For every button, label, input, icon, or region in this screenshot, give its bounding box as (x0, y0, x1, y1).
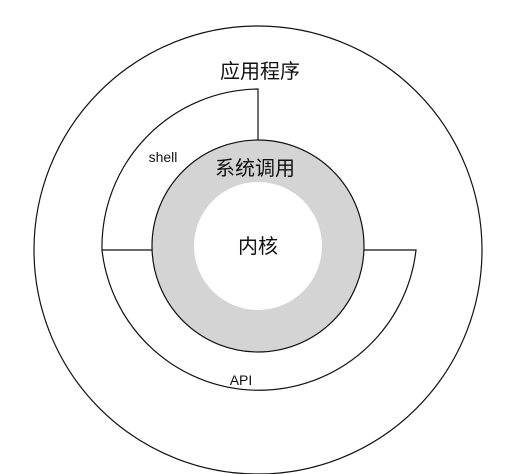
syscall-label: 系统调用 (215, 156, 295, 180)
shell-api-boundary (101, 88, 417, 391)
application-label: 应用程序 (220, 59, 300, 83)
kernel-label: 内核 (238, 234, 278, 258)
api-label: API (230, 372, 253, 388)
application-ring (33, 25, 483, 474)
shell-label: shell (149, 149, 178, 165)
kernel-core (194, 182, 322, 310)
